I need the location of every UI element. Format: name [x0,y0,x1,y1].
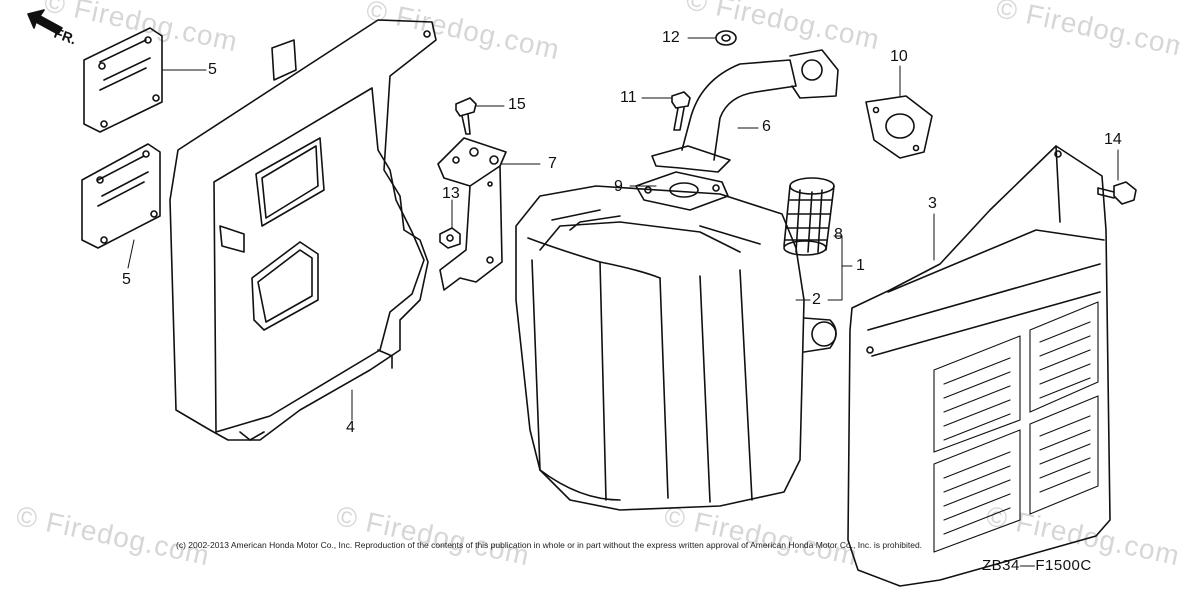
part-6-exhaust-pipe [651,49,839,173]
callout-13: 13 [442,185,460,202]
part-11-bolt [671,91,691,131]
part-2-muffler [515,185,837,511]
callout-4: 4 [346,419,355,436]
callout-12: 12 [662,29,680,46]
part-8-spark-arrester [783,177,835,256]
part-5-upper-plate [83,27,163,133]
diagram-code: ZB34—F1500C [982,557,1092,574]
part-3-muffler-cover [847,145,1111,587]
callout-10: 10 [890,48,908,65]
part-4-muffler-protector [169,19,437,441]
part-10-gasket [865,95,933,159]
copyright-notice: (c) 2002-2013 American Honda Motor Co., … [176,540,923,550]
callout-7: 7 [548,155,557,172]
front-arrow-icon [27,9,63,35]
callout-3: 3 [928,195,937,212]
part-13-nut [439,227,461,249]
callout-6: 6 [762,118,771,135]
part-14-screw [1097,181,1137,205]
callout-11: 11 [620,89,637,106]
callout-5-lower: 5 [122,271,131,288]
part-5-lower-plate [81,143,161,249]
callout-1: 1 [856,257,865,274]
callout-2: 2 [812,291,821,308]
part-7-bracket [437,137,507,291]
part-12-nut [715,30,737,46]
part-9-gasket [635,171,729,211]
callout-9: 9 [614,178,623,195]
callout-15: 15 [508,96,526,113]
part-15-bolt [455,97,477,135]
callout-14: 14 [1104,131,1122,148]
callout-5-upper: 5 [208,61,217,78]
leader-lines [127,37,1119,421]
callout-8: 8 [834,226,843,243]
